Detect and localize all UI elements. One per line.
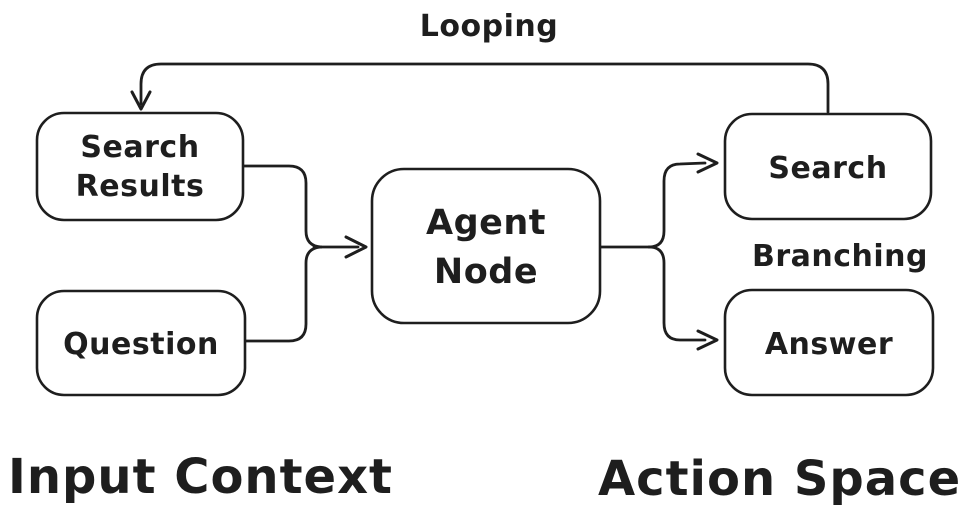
arrowhead-into-search-icon [696,152,719,174]
node-search-results: Search Results [35,111,245,222]
node-search-results-label-line2: Results [76,169,205,204]
node-search-label: Search [768,151,887,186]
node-question-label: Question [63,327,219,362]
node-question-box [35,289,247,397]
arrowhead-looping-down-icon [130,90,152,111]
branching-label: Branching [752,239,928,274]
annotations: Looping Branching [420,9,928,274]
node-question: Question [35,289,247,397]
node-search-results-label-line1: Search [80,130,199,165]
node-search-results-box [35,111,245,222]
edge-agent-to-search [647,161,707,249]
section-labels: Input Context Action Space [8,449,961,507]
edge-question-to-agent [243,245,323,343]
node-agent-node-box [370,167,602,325]
edge-agent-to-answer [647,245,707,342]
node-answer-box [723,288,935,397]
node-search-box [723,112,933,221]
looping-label: Looping [420,9,558,44]
node-answer: Answer [723,288,935,397]
action-space-label: Action Space [598,451,961,507]
arrowhead-into-agent-icon [344,235,368,259]
node-agent-node-label-line1: Agent [426,203,546,243]
node-agent-node-label-line2: Node [434,252,538,292]
node-answer-label: Answer [765,327,893,362]
edge-search-results-to-agent [241,164,323,249]
edge-looping [139,62,830,114]
nodes: Search Results Question Agent Node Searc… [35,111,935,397]
edges [130,62,830,351]
arrowhead-into-answer-icon [696,329,719,351]
node-agent-node: Agent Node [370,167,602,325]
node-search: Search [723,112,933,221]
input-context-label: Input Context [8,449,393,505]
